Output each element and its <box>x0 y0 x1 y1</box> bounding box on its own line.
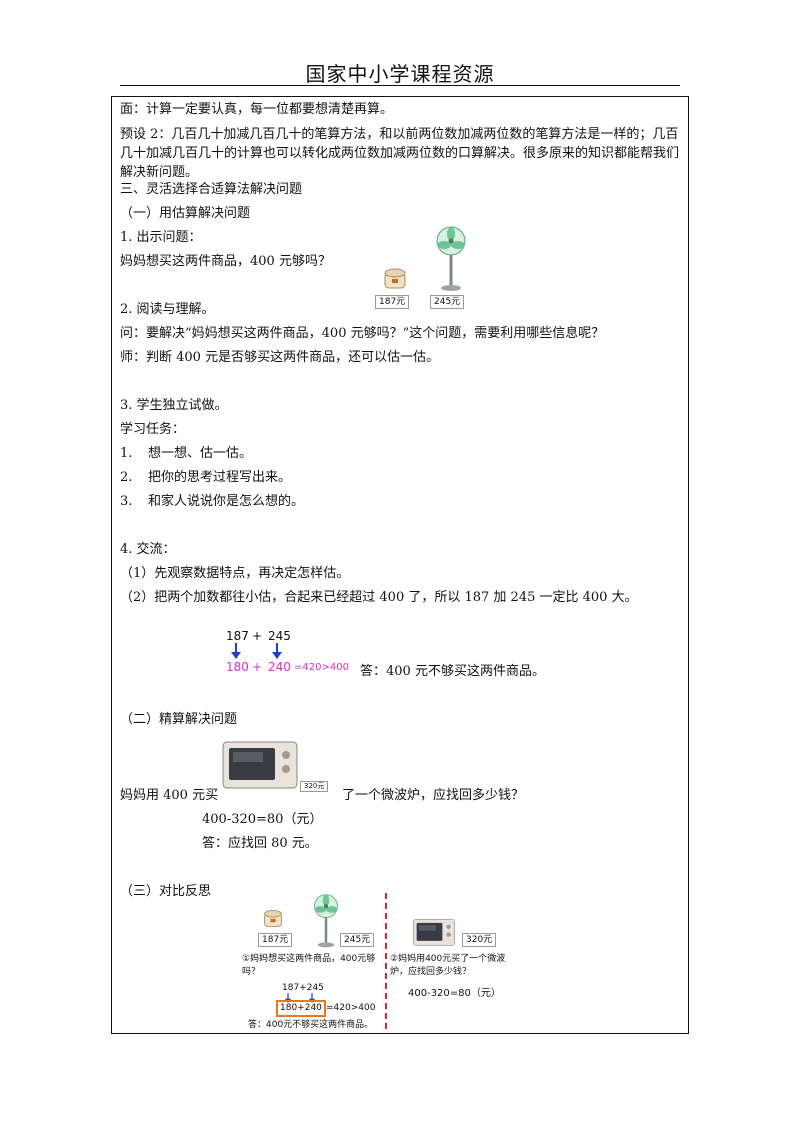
cmp-sum-top: 187+245 <box>282 983 324 993</box>
exact-calculation: 400-320=80（元） <box>202 812 323 827</box>
question-ask: 问：要解决“妈妈想买这两件商品，400 元够吗？”这个问题，需要利用哪些信息呢？ <box>120 326 605 341</box>
down-arrow-icon <box>231 643 241 659</box>
teacher-note: 师：判断 400 元是否够买这两件商品，还可以估一估。 <box>120 350 440 365</box>
answer-2: 答：应找回 80 元。 <box>202 836 318 851</box>
electric-fan-icon <box>436 226 466 291</box>
calc-bottom-180: 180 <box>226 660 249 674</box>
task-2-text: 把你的思考过程写出来。 <box>148 470 292 485</box>
rice-cooker-icon <box>264 909 282 927</box>
answer-1: 答：400 元不够买这两件商品。 <box>360 664 545 679</box>
electric-fan-icon <box>314 894 338 948</box>
exchange-1: （1）先观察数据特点，再决定怎样估。 <box>120 566 350 581</box>
subsection-3-heading: （三）对比反思 <box>120 884 212 899</box>
content-box: 面：计算一定要认真，每一位都要想清楚再算。 预设 2：几百几十加减几百几十的笔算… <box>111 96 689 1034</box>
cmp-answer: 答：400元不够买这两件商品。 <box>248 1020 374 1030</box>
reading-label: 2. 阅读与理解。 <box>120 302 215 317</box>
calc-top-245: 245 <box>268 629 291 643</box>
microwave-icon <box>222 741 298 789</box>
cmp-question-1: ①妈妈想买这两件商品，400元够吗？ <box>242 954 376 977</box>
cmp-estimate-result: =420>400 <box>326 1003 376 1013</box>
task-3-number: 3. <box>120 494 133 509</box>
calc-top-187: 187 <box>226 629 249 643</box>
exchange-label: 4. 交流： <box>120 542 176 557</box>
microwave-question-left: 妈妈用 400 元买 <box>120 788 219 803</box>
cmp-price-microwave: 320元 <box>462 933 497 947</box>
price-tag-cooker: 187元 <box>375 295 410 309</box>
text-preset2: 预设 2：几百几十加减几百几十的笔算方法，和以前两位数加减两位数的笔算方法是一样… <box>120 127 680 180</box>
cmp-question-2: ②妈妈用400元买了一个微波炉，应找回多少钱？ <box>390 954 506 977</box>
task-2-number: 2. <box>120 470 133 485</box>
header-rule <box>120 85 680 86</box>
rice-cooker-icon <box>384 268 406 289</box>
task-3-text: 和家人说说你是怎么想的。 <box>148 494 305 509</box>
calc-bottom-result: =420>400 <box>294 662 349 673</box>
price-tag-microwave: 320元 <box>300 781 329 792</box>
microwave-question-right: 了一个微波炉，应找回多少钱？ <box>342 788 525 803</box>
task-label: 学习任务： <box>120 422 186 437</box>
question-1-label: 1. 出示问题： <box>120 230 202 245</box>
cmp-price-fan: 245元 <box>340 933 375 947</box>
cmp-estimate-box: 180+240 <box>276 1000 326 1017</box>
question-1-text: 妈妈想买这两件商品，400 元够吗？ <box>120 254 331 269</box>
try-label: 3. 学生独立试做。 <box>120 398 228 413</box>
microwave-icon <box>413 919 455 946</box>
task-1-number: 1. <box>120 446 133 461</box>
cmp-exact-calc: 400-320=80（元） <box>408 988 501 999</box>
task-1-text: 想一想、估一估。 <box>148 446 253 461</box>
cmp-price-cooker: 187元 <box>258 933 293 947</box>
page-header-title: 国家中小学课程资源 <box>305 62 495 86</box>
calc-bottom-plus: + <box>252 660 263 674</box>
text-line1: 面：计算一定要认真，每一位都要想清楚再算。 <box>120 102 394 117</box>
subsection-2-heading: （二）精算解决问题 <box>120 712 238 727</box>
calc-bottom-240: 240 <box>268 660 291 674</box>
down-arrow-icon <box>272 643 282 659</box>
subsection-1-heading: （一）用估算解决问题 <box>120 206 251 221</box>
calc-top-plus: + <box>252 629 263 643</box>
price-tag-fan: 245元 <box>430 295 465 309</box>
red-dashed-divider <box>385 893 387 1029</box>
exchange-2: （2）把两个加数都往小估，合起来已经超过 400 了，所以 187 加 245 … <box>120 590 638 605</box>
section-3-heading: 三、灵活选择合适算法解决问题 <box>120 182 303 197</box>
